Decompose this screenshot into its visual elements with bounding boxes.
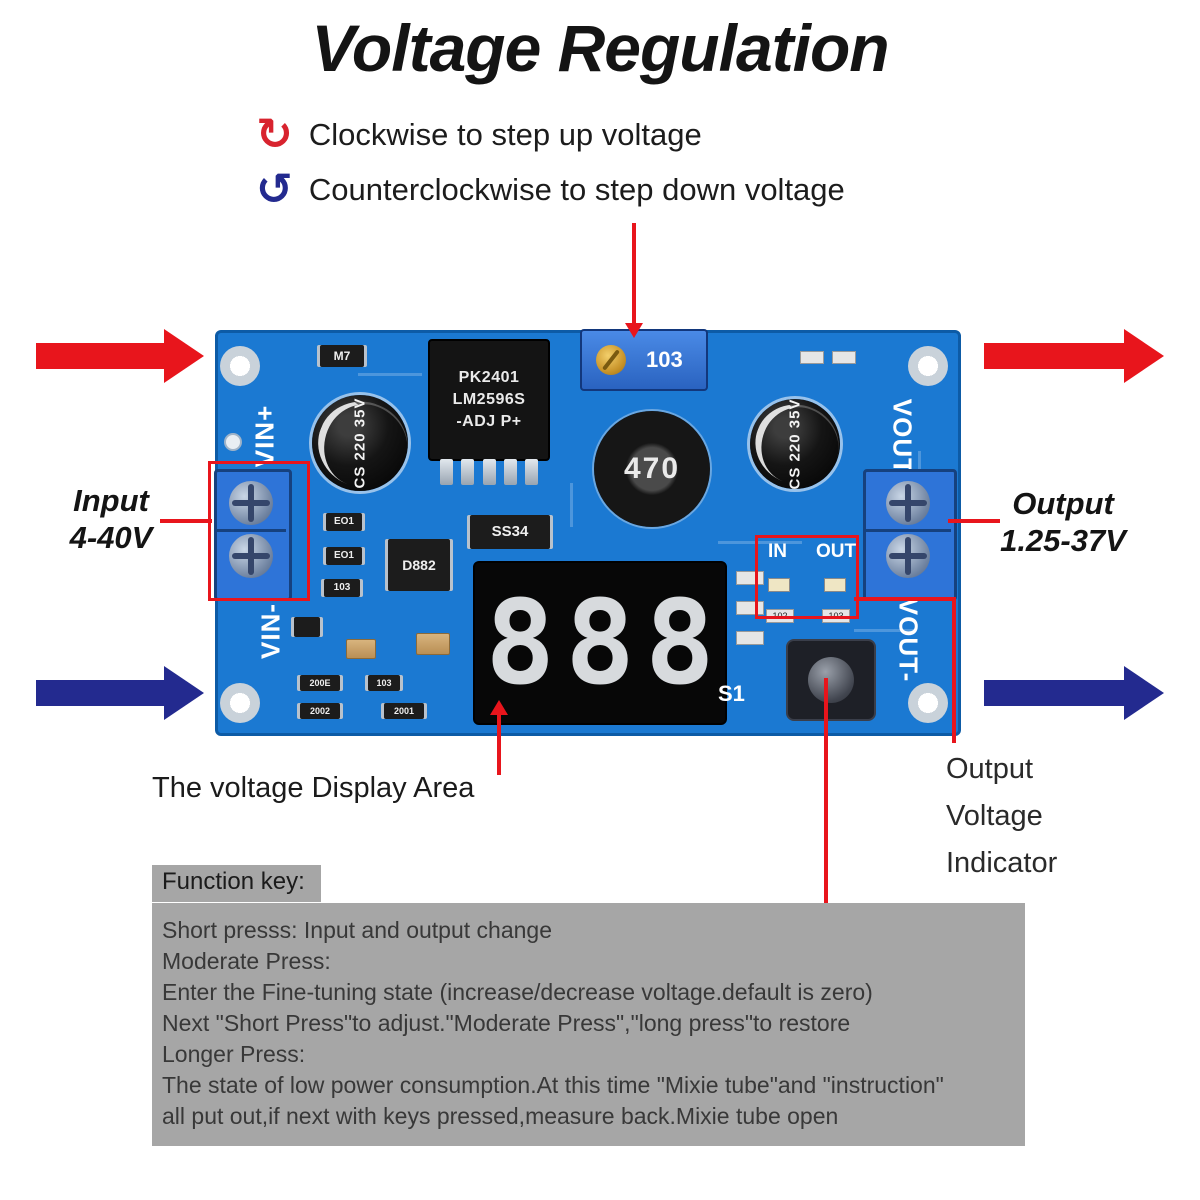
pcb-trace <box>570 483 573 527</box>
capacitor-label: CS 220 35V <box>786 398 804 490</box>
s1-label: S1 <box>718 681 745 706</box>
indicator-note-line: Indicator <box>946 847 1058 879</box>
button-callout-line <box>824 678 828 933</box>
output-note-title: Output <box>1012 486 1114 521</box>
function-key-line: Enter the Fine-tuning state (increase/de… <box>162 979 873 1005</box>
function-key-line: Longer Press: <box>162 1041 306 1067</box>
capacitor-label: CS 220 35V <box>351 397 369 489</box>
voltage-display: 888 <box>473 561 727 725</box>
pcb-trace <box>854 629 914 632</box>
output-terminal-screw <box>886 481 930 525</box>
potentiometer-value: 103 <box>646 347 683 372</box>
function-key-title: Function key: <box>152 865 321 902</box>
function-key-line: The state of low power consumption.At th… <box>162 1072 944 1098</box>
input-note-range: 4-40V <box>69 520 153 555</box>
transistor-d882: D882 <box>388 539 450 591</box>
function-key-line: Short presss: Input and output change <box>162 917 552 943</box>
smd-resistor: 2002 <box>300 703 340 719</box>
smd-component: EO1 <box>326 513 362 531</box>
in-led <box>768 578 790 592</box>
display-area-note: The voltage Display Area <box>152 772 475 804</box>
input-capacitor: CS 220 35V <box>312 395 408 491</box>
smd-resistor: 103 <box>368 675 400 691</box>
instruction-clockwise: ↻ Clockwise to step up voltage <box>256 111 702 159</box>
ceramic-capacitor <box>346 639 376 659</box>
potentiometer-screw <box>596 345 626 375</box>
smd-resistor: 103 <box>324 579 360 597</box>
instruction-counterclockwise-label: Counterclockwise to step down voltage <box>308 172 845 207</box>
function-key-line: Next "Short Press"to adjust."Moderate Pr… <box>162 1010 851 1036</box>
input-note: Input 4-40V <box>55 482 167 556</box>
chip-text: LM2596S <box>452 391 526 408</box>
terminal-divider <box>863 529 951 532</box>
smd-resistor: 2001 <box>384 703 424 719</box>
instruction-clockwise-label: Clockwise to step up voltage <box>308 117 702 152</box>
output-capacitor: CS 220 35V <box>750 399 840 489</box>
smd-transistor <box>294 617 320 637</box>
vin-plus-label: VIN+ <box>249 404 280 468</box>
smd-resistor: 200E <box>300 675 340 691</box>
function-key-line: all put out,if next with keys pressed,me… <box>162 1103 839 1129</box>
display-digits: 888 <box>485 575 725 711</box>
chip-text: -ADJ P+ <box>456 413 522 430</box>
pot-pointer-line <box>632 223 636 324</box>
mounting-hole <box>220 683 260 723</box>
smd-resistor <box>800 351 824 364</box>
indicator-note-line: Voltage <box>946 800 1043 832</box>
indicator-callout-line-h <box>854 597 956 601</box>
chip-text: PK2401 <box>458 369 520 386</box>
input-callout-line <box>160 519 212 523</box>
mounting-hole <box>908 683 948 723</box>
led-in-label: IN <box>768 541 787 562</box>
inductor: 470 <box>594 411 710 527</box>
output-indicator-note: Output Voltage Indicator <box>946 746 1057 887</box>
display-pointer-arrowhead <box>490 700 508 715</box>
pcb-board: VIN+ VIN- VOUT+ VOUT- CS 220 35V CS 220 … <box>214 329 961 736</box>
display-pointer-line <box>497 713 501 775</box>
output-note: Output 1.25-37V <box>995 485 1131 559</box>
input-terminal-screw <box>229 481 273 525</box>
instruction-counterclockwise: ↺ Counterclockwise to step down voltage <box>256 166 845 214</box>
output-note-range: 1.25-37V <box>1000 523 1126 558</box>
function-key-box: Short presss: Input and output change Mo… <box>152 903 1025 1146</box>
input-terminal-highlight-box <box>208 461 310 601</box>
smd-resistor <box>832 351 856 364</box>
trimmer-potentiometer: 103 <box>580 329 708 391</box>
mounting-hole <box>908 346 948 386</box>
function-push-button <box>786 639 876 721</box>
out-led <box>824 578 846 592</box>
pcb-trace <box>358 373 422 376</box>
pcb-trace <box>718 541 802 544</box>
output-callout-line <box>948 519 1000 523</box>
terminal-divider <box>214 529 286 532</box>
diode-ss34: SS34 <box>470 515 550 549</box>
ceramic-capacitor <box>416 633 450 655</box>
inductor-value: 470 <box>623 452 681 485</box>
mounting-hole <box>220 346 260 386</box>
function-key-line: Moderate Press: <box>162 948 331 974</box>
pot-pointer-arrowhead <box>625 323 643 338</box>
indicator-note-line: Output <box>946 753 1034 785</box>
indicator-callout-line-v <box>952 597 956 743</box>
pcb-via <box>224 433 242 451</box>
chip-pins <box>440 459 538 485</box>
regulator-chip: PK2401 LM2596S -ADJ P+ <box>428 339 550 485</box>
input-note-title: Input <box>73 483 149 518</box>
counterclockwise-arrow-icon: ↺ <box>256 164 293 215</box>
output-terminal-screw <box>886 534 930 578</box>
smd-component: EO1 <box>326 547 362 565</box>
input-terminal-screw <box>229 534 273 578</box>
clockwise-arrow-icon: ↻ <box>256 109 293 160</box>
diode-m7: M7 <box>320 345 364 367</box>
led-out-label: OUT <box>816 541 857 562</box>
page-title: Voltage Regulation <box>311 11 889 85</box>
smd-resistor <box>736 631 764 645</box>
indicator-highlight-box <box>755 535 859 619</box>
vout-minus-label: VOUT- <box>893 597 924 683</box>
vin-minus-label: VIN- <box>255 603 286 659</box>
